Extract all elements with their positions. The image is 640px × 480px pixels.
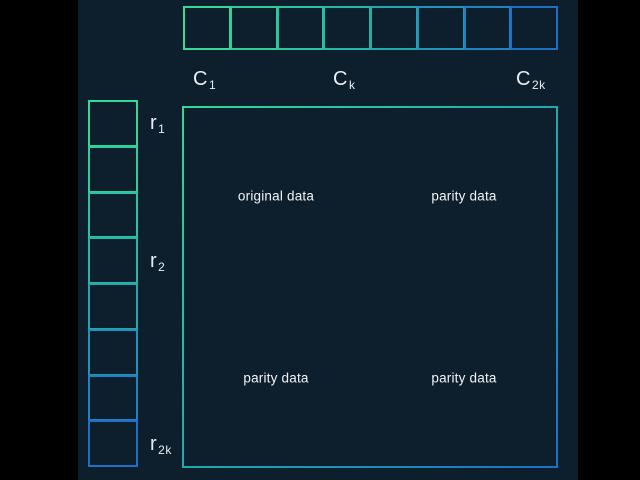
left-strip (88, 100, 138, 467)
left-strip-cell (88, 374, 138, 422)
top-strip-cell (370, 6, 418, 50)
column-label-sub: 1 (208, 78, 217, 92)
row-label-r2: r2 (150, 250, 166, 274)
row-label-base: r (150, 112, 158, 134)
left-strip-cell (88, 191, 138, 239)
left-strip-cell (88, 100, 138, 147)
column-label-c1: C1 (193, 68, 217, 92)
column-label-base: C (516, 68, 531, 90)
grid-lines (182, 106, 558, 468)
top-strip-cell (323, 6, 371, 50)
column-label-base: C (193, 68, 208, 90)
row-label-base: r (150, 433, 158, 455)
left-strip-cell (88, 145, 138, 193)
row-label-sub: 2 (158, 260, 166, 274)
column-label-ck: Ck (333, 68, 356, 92)
left-strip-cell (88, 237, 138, 284)
row-label-r1: r1 (150, 112, 166, 136)
top-strip-cell (416, 6, 465, 50)
top-strip-cell (463, 6, 512, 50)
top-strip-cell (183, 6, 231, 50)
top-strip-cell (276, 6, 325, 50)
grid-svg (182, 106, 558, 468)
column-label-c2k: C2k (516, 68, 546, 92)
column-label-base: C (333, 68, 348, 90)
main-grid: original data parity data parity data pa… (182, 106, 558, 468)
grid-outline (182, 106, 558, 468)
row-label-base: r (150, 250, 158, 272)
left-strip-cell (88, 283, 138, 330)
column-label-sub: k (348, 78, 356, 92)
quadrant-label-bottom-left: parity data (236, 368, 316, 388)
top-strip-cell (510, 6, 558, 50)
quadrant-label-top-right: parity data (424, 186, 504, 206)
quadrant-label-bottom-right: parity data (424, 368, 504, 388)
left-strip-cell (88, 328, 138, 376)
left-strip-cell (88, 420, 138, 467)
top-strip (183, 6, 558, 50)
row-label-sub: 1 (158, 122, 166, 136)
quadrant-label-top-left: original data (230, 186, 322, 206)
row-label-sub: 2k (158, 443, 172, 457)
column-label-sub: 2k (531, 78, 546, 92)
diagram-canvas: C1 Ck C2k r1 r2 r2k original data parit (78, 0, 578, 480)
row-label-r2k: r2k (150, 433, 172, 457)
top-strip-cell (229, 6, 278, 50)
